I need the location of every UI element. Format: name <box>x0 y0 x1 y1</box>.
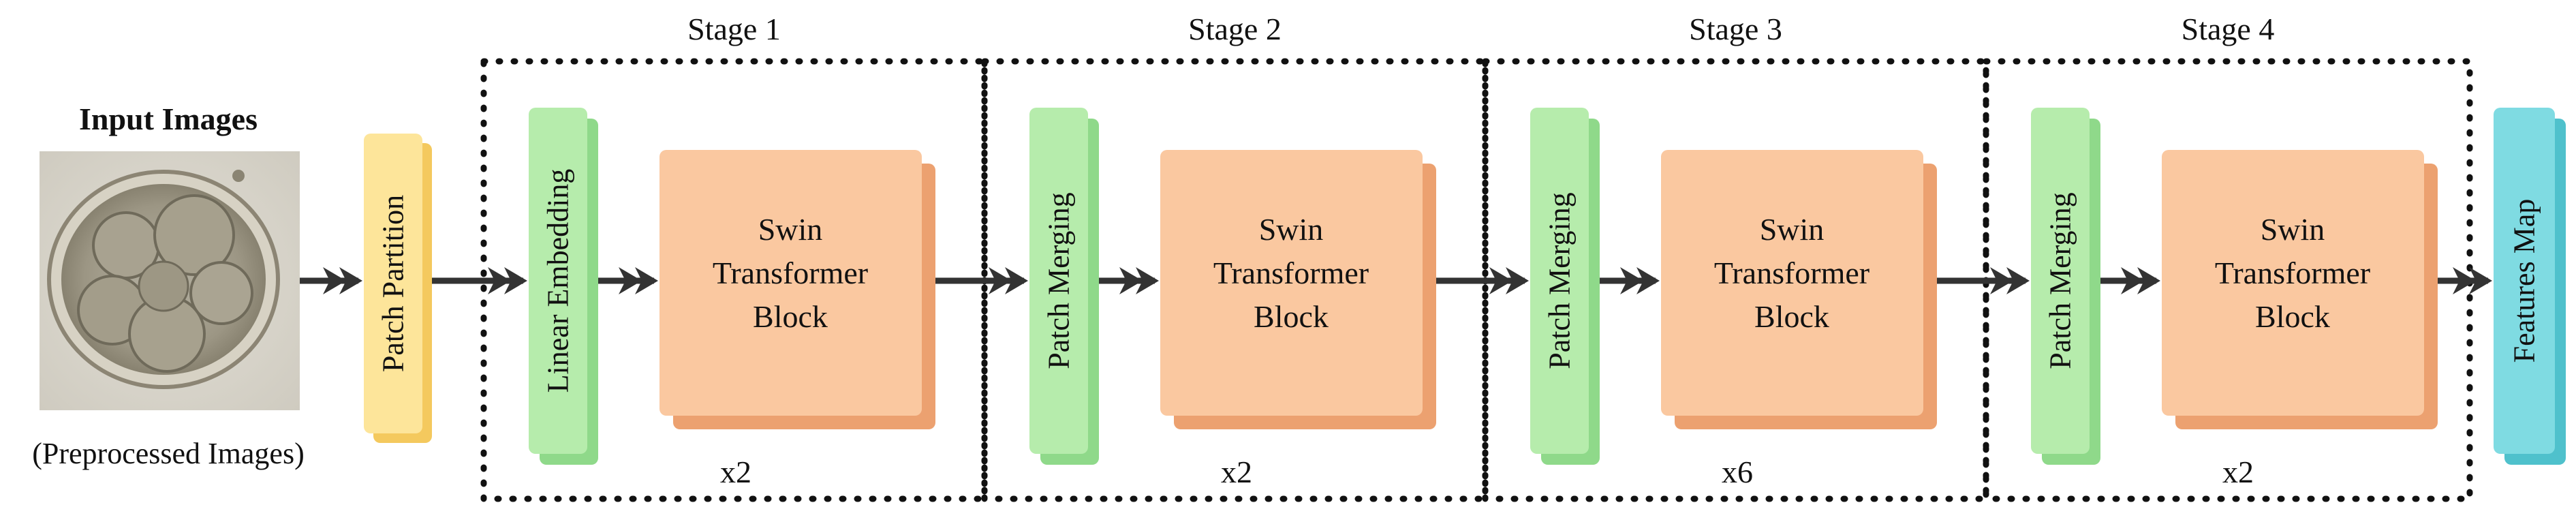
stage-title: Stage 1 <box>687 12 781 46</box>
entry-label: Linear Embedding <box>542 169 575 393</box>
block-label-line: Block <box>2255 299 2330 334</box>
double-chevron-arrow-icon <box>1600 267 1660 294</box>
block-label-line: Transformer <box>1714 256 1869 290</box>
block-label-line: Block <box>1254 299 1329 334</box>
double-chevron-arrow-icon <box>300 267 362 294</box>
block-label-line: Block <box>1754 299 1829 334</box>
input-section: Input Images (Preprocessed Images) <box>32 102 305 470</box>
block-label-line: Swin <box>758 212 823 247</box>
double-chevron-arrow-icon <box>432 267 527 294</box>
patch-partition-module: Patch Partition <box>364 134 432 443</box>
linear-embedding-module: Linear Embedding <box>529 108 598 465</box>
features-map-module: Features Map <box>2494 108 2566 465</box>
patch-partition-label: Patch Partition <box>377 195 410 372</box>
entry-label: Patch Merging <box>1543 192 1577 369</box>
patch-merging-module: Patch Merging <box>2031 108 2100 465</box>
double-chevron-arrow-icon <box>1099 267 1159 294</box>
stages-layer: Stage 1 Linear Embedding SwinTransformerBl… <box>480 12 2473 502</box>
features-map-label: Features Map <box>2508 199 2541 363</box>
input-title: Input Images <box>79 102 258 136</box>
entry-label: Patch Merging <box>1042 192 1076 369</box>
block-label-line: Swin <box>1259 212 1324 247</box>
block-label-line: Transformer <box>713 256 868 290</box>
stage-3: Stage 3 Patch Merging SwinTransformerBlock… <box>1482 12 1989 502</box>
double-chevron-arrow-icon <box>1937 267 2030 294</box>
patch-merging-module: Patch Merging <box>1029 108 1099 465</box>
input-caption: (Preprocessed Images) <box>32 437 305 470</box>
repeat-count: x6 <box>1722 455 1753 489</box>
patch-merging-module: Patch Merging <box>1530 108 1600 465</box>
double-chevron-arrow-icon <box>1436 267 1529 294</box>
block-label-line: Swin <box>1760 212 1825 247</box>
embryo-image <box>40 151 300 410</box>
block-label-line: Transformer <box>2215 256 2370 290</box>
double-chevron-arrow-icon <box>598 267 658 294</box>
arrows-layer <box>300 267 2492 294</box>
stage-4: Stage 4 Patch Merging SwinTransformerBlock… <box>1983 12 2473 502</box>
repeat-count: x2 <box>2222 455 2254 489</box>
double-chevron-arrow-icon <box>2100 267 2160 294</box>
block-label-line: Swin <box>2261 212 2325 247</box>
stage-2: Stage 2 Patch Merging SwinTransformerBlock… <box>981 12 1489 502</box>
stage-title: Stage 4 <box>2182 12 2275 46</box>
double-chevron-arrow-icon <box>2438 267 2492 294</box>
block-label-line: Block <box>753 299 828 334</box>
stage-title: Stage 3 <box>1689 12 1782 46</box>
repeat-count: x2 <box>1221 455 1252 489</box>
stage-title: Stage 2 <box>1188 12 1282 46</box>
entry-label: Patch Merging <box>2044 192 2077 369</box>
repeat-count: x2 <box>720 455 751 489</box>
stage-1: Stage 1 Linear Embedding SwinTransformerBl… <box>480 12 988 502</box>
double-chevron-arrow-icon <box>935 267 1028 294</box>
block-label-line: Transformer <box>1213 256 1369 290</box>
